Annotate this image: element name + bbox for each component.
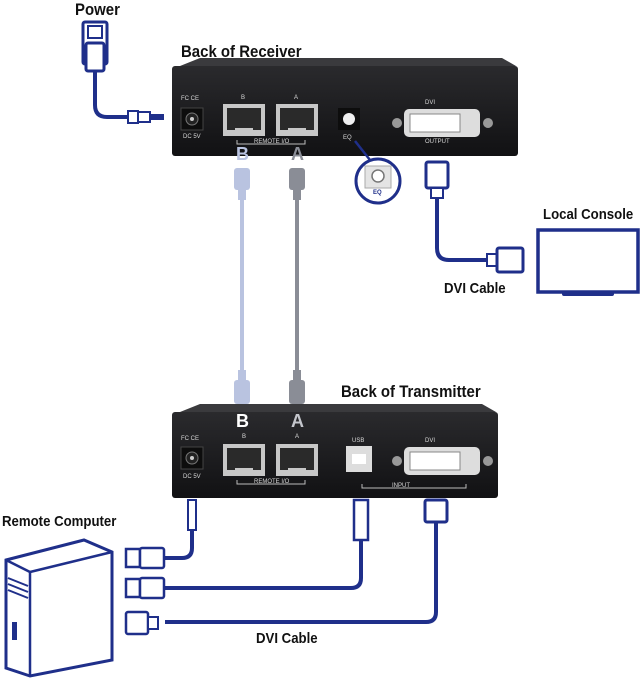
power-cable [93, 71, 132, 119]
transmitter-device [172, 404, 498, 498]
receiver-dvi-connector-icon [424, 160, 450, 199]
receiver-title: Back of Receiver [181, 42, 302, 61]
dvi-connector-icon [124, 610, 159, 636]
power-cable-remote [165, 499, 197, 560]
receiver-remote-io-text: REMOTE I/O [254, 139, 290, 145]
transmitter-usb-text: USB [352, 438, 365, 444]
remote-computer-label: Remote Computer [2, 513, 117, 530]
usb-connector-icon [124, 546, 166, 570]
cat-cable-a [289, 168, 305, 404]
cable-letter-bottom-a: A [291, 411, 304, 431]
cat-cable-b [234, 168, 250, 404]
transmitter-dvi-text: DVI [425, 438, 436, 444]
usb-cable-remote [165, 498, 370, 590]
transmitter-title: Back of Transmitter [341, 382, 481, 401]
dvi-cable-label-bottom: DVI Cable [256, 630, 318, 647]
monitor-icon [536, 228, 640, 296]
power-plug-icon [127, 110, 164, 124]
receiver-port-a-text: A [294, 95, 299, 101]
receiver-dvi-text: DVI [425, 100, 436, 106]
cable-letter-top-a: A [291, 144, 304, 164]
dvi-cable-to-console [435, 198, 488, 262]
dvi-cable-label-top: DVI Cable [444, 280, 506, 297]
power-outlet-icon [81, 20, 109, 73]
transmitter-cert-text: FC CE [181, 436, 199, 442]
transmitter-input-text: INPUT [392, 483, 410, 489]
receiver-device [172, 58, 518, 156]
receiver-port-b-text: B [241, 95, 246, 101]
usb-connector-icon [124, 576, 166, 600]
receiver-eq-text: EQ [343, 135, 352, 141]
receiver-dc-text: DC 5V [183, 134, 201, 140]
cable-letter-bottom-b: B [236, 411, 249, 431]
dvi-cable-remote [165, 498, 449, 624]
power-label: Power [75, 0, 120, 19]
transmitter-remote-io-text: REMOTE I/O [254, 479, 290, 485]
cable-letter-top-b: B [236, 144, 249, 164]
transmitter-dc-text: DC 5V [183, 474, 201, 480]
receiver-output-text: OUTPUT [425, 139, 450, 145]
transmitter-port-b-text: B [242, 434, 247, 440]
transmitter-port-a-text: A [295, 434, 300, 440]
receiver-cert-text: FC CE [181, 96, 199, 102]
eq-callout-text: EQ [373, 190, 382, 196]
console-dvi-connector-icon [486, 246, 525, 274]
computer-tower-icon [4, 538, 114, 678]
local-console-label: Local Console [543, 206, 634, 223]
